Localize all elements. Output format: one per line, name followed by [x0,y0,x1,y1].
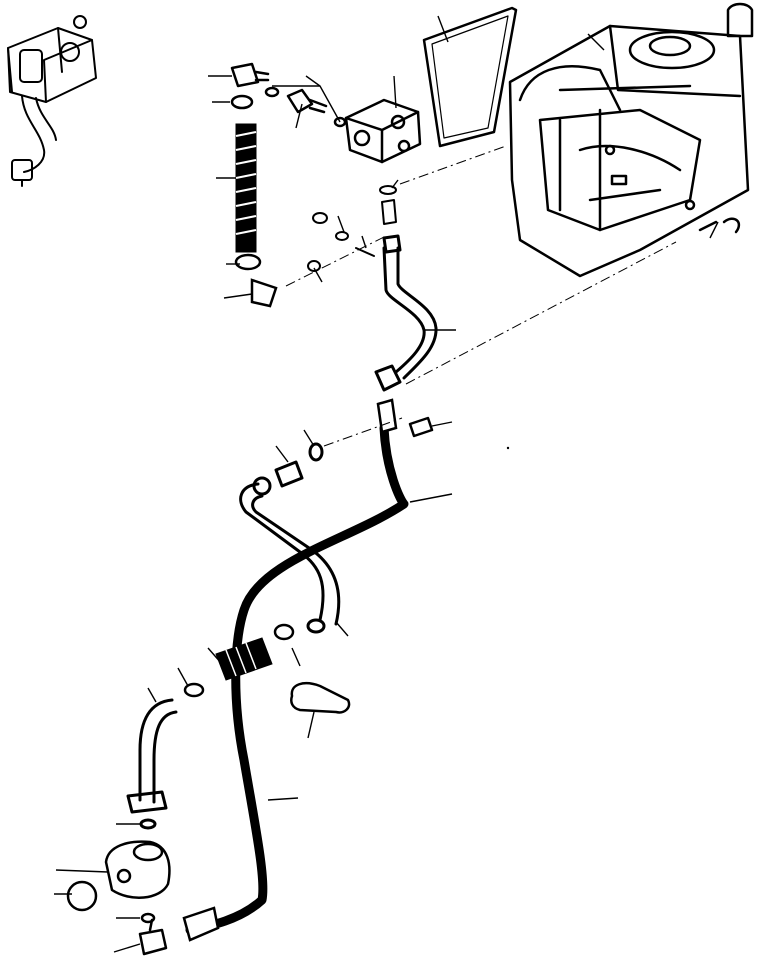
suction-hose-lower [183,623,295,698]
elbow-fitting-lower [138,918,168,956]
pump [66,840,171,924]
strap-clamp [290,416,434,714]
return-tube-lower [126,698,178,830]
alignment-lines [285,145,677,447]
hose-clamp-upper [230,94,262,271]
steel-tube [374,234,438,392]
elbow-fitting-top [230,62,270,88]
registration-dot [506,446,510,450]
hydraulic-tank [508,2,754,278]
filter-assembly-inset [7,15,97,187]
tank-cover-gasket [422,6,518,148]
valve-block [344,98,422,164]
leader-lines [54,15,719,953]
suction-hose-short [235,123,278,308]
suction-tube-bent [239,442,341,634]
adapter-fitting [264,86,347,128]
small-hardware [307,185,397,272]
